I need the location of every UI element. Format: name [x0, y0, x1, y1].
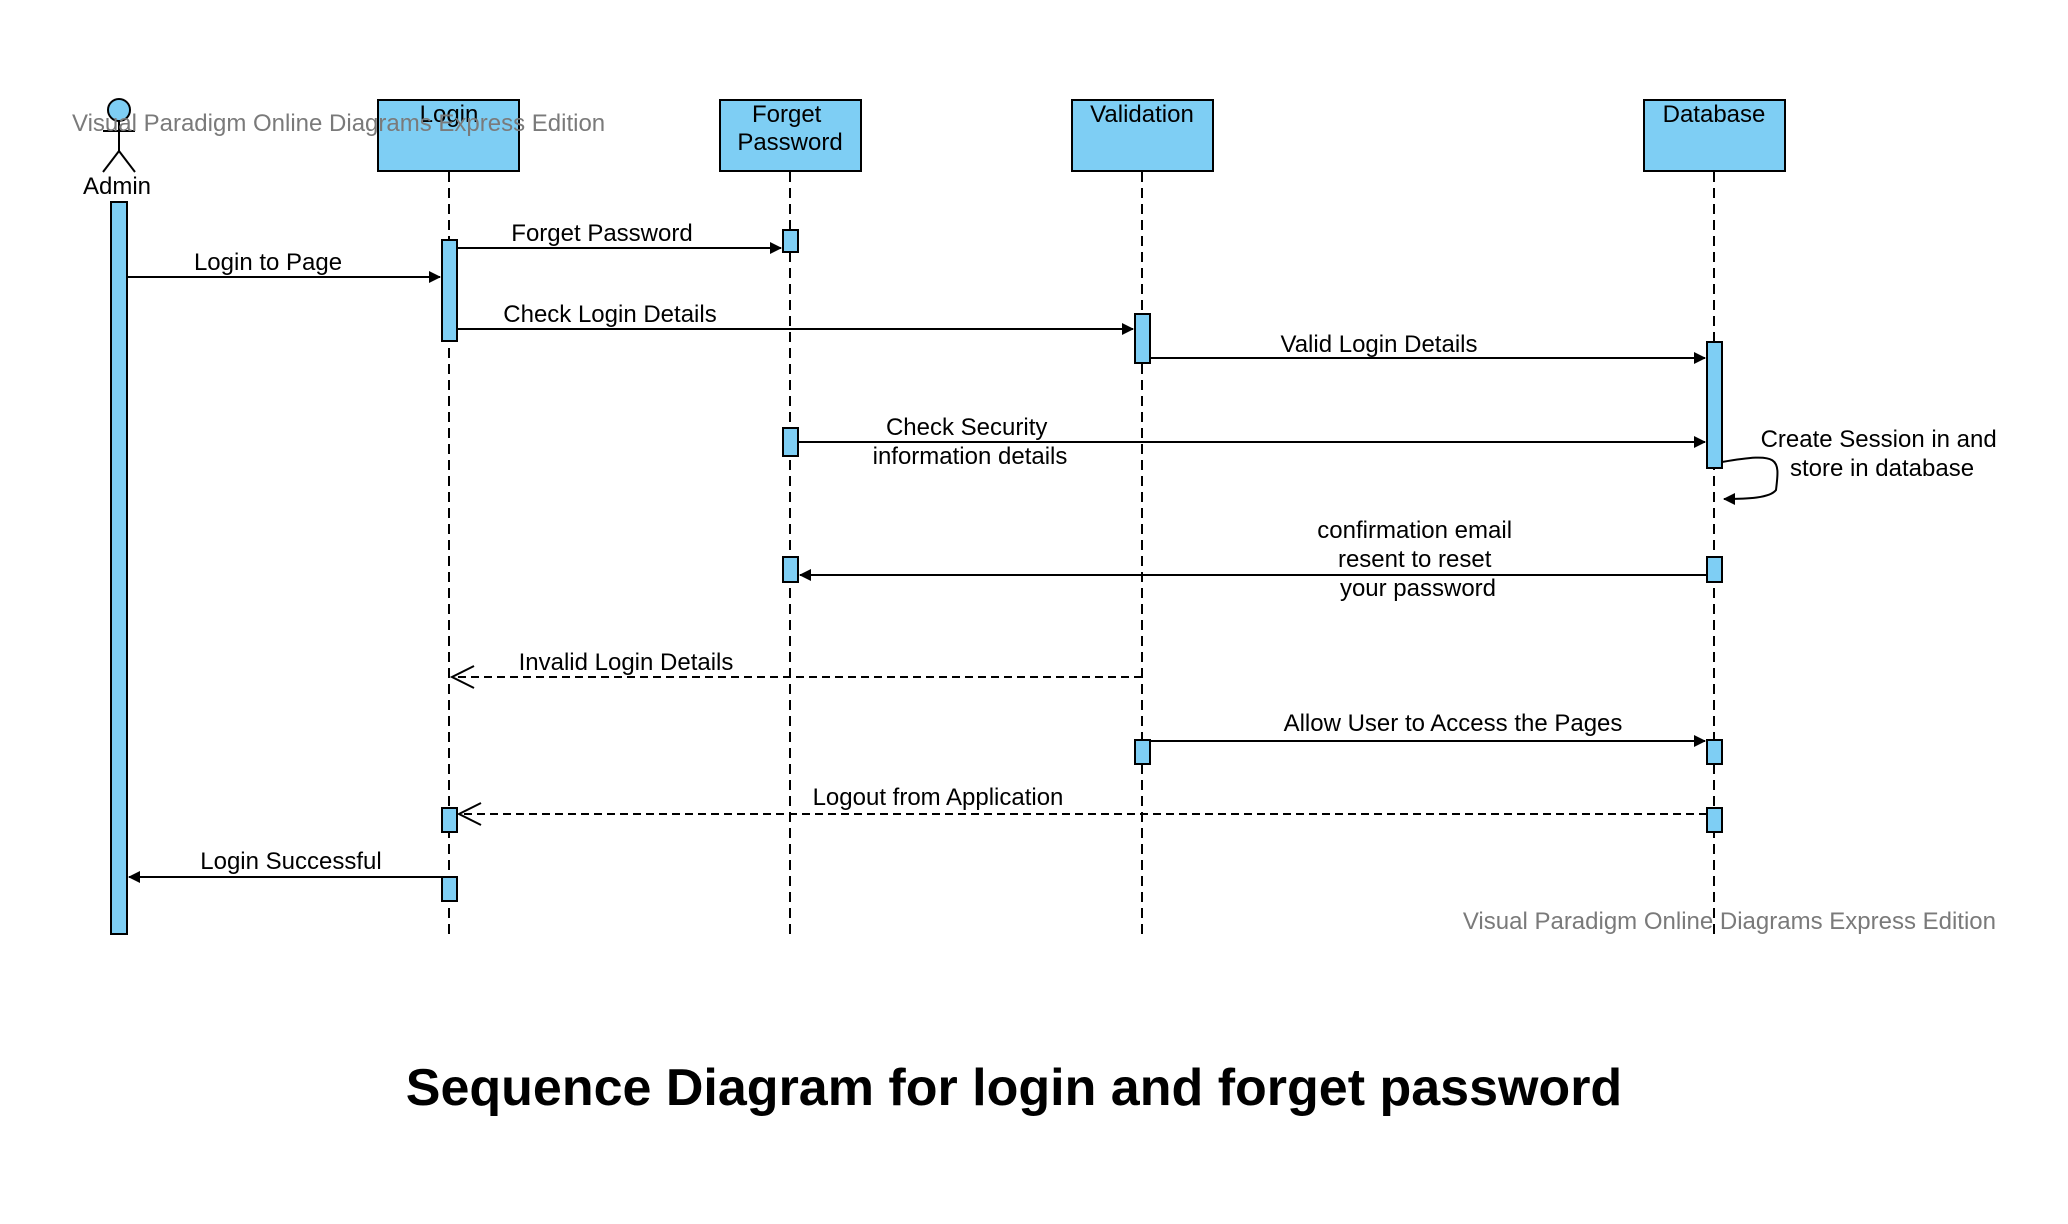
message-label: Create Session in and store in database: [1761, 426, 2004, 482]
message-check-security-information: Check Security information details: [798, 414, 1706, 470]
message-label: Check Security information details: [873, 414, 1068, 470]
participant-label: Login: [420, 101, 479, 128]
open-arrowhead: [449, 665, 475, 689]
participant-box: [719, 99, 862, 172]
message-logout-from-application: Logout from Application: [456, 784, 1707, 826]
lifelines: [448, 172, 1715, 934]
activation-database-3: [1706, 739, 1723, 765]
actor-admin: Admin: [83, 98, 151, 935]
message-check-login-details: Check Login Details: [457, 301, 1134, 335]
actor-left-leg: [102, 150, 120, 173]
participant-validation: Validation: [1071, 99, 1214, 172]
message-allow-user-access: Allow User to Access the Pages: [1150, 710, 1706, 747]
message-label: Forget Password: [511, 220, 692, 247]
activation-validation-1: [1134, 313, 1151, 364]
participant-login: Login: [377, 99, 520, 172]
message-label: Login Successful: [200, 848, 381, 875]
message-label-line-2: store in database: [1790, 455, 1974, 482]
participant-box: [1071, 99, 1214, 172]
message-forget-password: Forget Password: [457, 220, 782, 254]
message-label-line-1: confirmation email: [1317, 517, 1512, 544]
activation-login-3: [441, 876, 458, 902]
open-arrowhead: [456, 802, 482, 826]
activation-forget-1: [782, 229, 799, 253]
message-label-line-1: Create Session in and: [1761, 426, 1997, 453]
message-create-session: Create Session in and store in database: [1721, 426, 2004, 505]
message-label: Allow User to Access the Pages: [1284, 710, 1623, 737]
participant-label: Forget Password: [737, 101, 842, 156]
message-confirmation-email: confirmation email resent to reset your …: [799, 517, 1707, 602]
message-login-to-page: Login to Page: [127, 249, 441, 283]
activation-forget-3: [782, 556, 799, 583]
message-label-line-2: resent to reset: [1338, 546, 1492, 573]
message-label-line-2: information details: [873, 443, 1068, 470]
message-label-line-1: Check Security: [886, 414, 1047, 441]
participant-box: [1643, 99, 1786, 172]
participant-label-line-1: Forget: [752, 101, 822, 128]
message-valid-login-details: Valid Login Details: [1150, 331, 1706, 364]
participant-label-line-2: Password: [737, 129, 842, 156]
actor-right-leg: [118, 150, 136, 173]
actor-label: Admin: [83, 173, 151, 200]
participant-label: Validation: [1090, 101, 1194, 128]
activation-validation-2: [1134, 739, 1151, 765]
participant-forget-password: Forget Password: [719, 99, 862, 172]
self-message-arrow: [1721, 456, 1779, 505]
activation-login-1: [441, 239, 458, 342]
activation-forget-2: [782, 427, 799, 457]
activation-database-1: [1706, 341, 1723, 469]
watermark-bottom: Visual Paradigm Online Diagrams Express …: [1463, 908, 1996, 935]
message-label: Login to Page: [194, 249, 342, 276]
activation-database-4: [1706, 807, 1723, 833]
activation-login-2: [441, 807, 458, 833]
message-invalid-login-details: Invalid Login Details: [449, 649, 1142, 689]
message-label-line-3: your password: [1340, 575, 1496, 602]
participant-label: Database: [1663, 101, 1766, 128]
message-label: Check Login Details: [503, 301, 716, 328]
message-label: Logout from Application: [813, 784, 1064, 811]
activation-database-2: [1706, 556, 1723, 583]
message-label: Valid Login Details: [1280, 331, 1477, 358]
diagram-title: Sequence Diagram for login and forget pa…: [405, 1059, 1623, 1117]
activation-bars: [441, 229, 1723, 902]
message-label: Invalid Login Details: [519, 649, 734, 676]
activation-admin: [110, 201, 128, 935]
message-label: confirmation email resent to reset your …: [1317, 517, 1518, 602]
watermark-top: Visual Paradigm Online Diagrams Express …: [72, 110, 605, 137]
participant-box: [377, 99, 520, 172]
participant-database: Database: [1643, 99, 1786, 172]
message-login-successful: Login Successful: [128, 848, 442, 883]
